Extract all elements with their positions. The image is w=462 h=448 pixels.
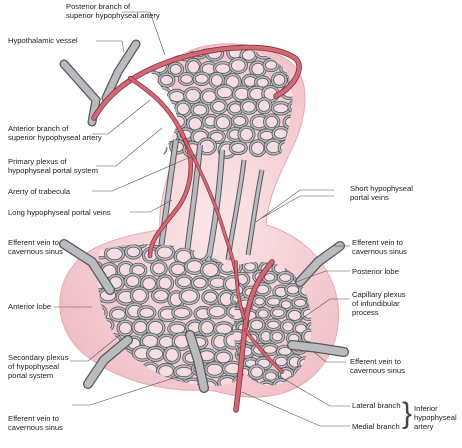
arteries: [91, 44, 302, 413]
capillary-loop: [270, 330, 285, 343]
capillary-loop: [314, 379, 329, 392]
capillary-loop: [168, 47, 187, 49]
capillary-loop: [147, 115, 153, 130]
capillary-loop: [207, 304, 227, 319]
capillary-loop: [248, 365, 265, 380]
capillary-loop: [242, 261, 258, 273]
capillary-loop: [263, 114, 280, 130]
capillary-loop: [231, 114, 248, 128]
capillary-loop: [277, 271, 293, 284]
capillary-loop: [270, 307, 287, 319]
capillary-loop: [215, 31, 232, 46]
capillary-loop: [197, 379, 218, 386]
label-artery-of-trabecula: Arerty of trabecula: [8, 187, 71, 196]
capillary-loop: [263, 58, 279, 72]
capillary-loop: [179, 288, 200, 305]
capillary-loop: [210, 99, 228, 114]
capillary-loop: [147, 47, 161, 62]
capillary-loop: [306, 295, 312, 308]
capillary-loop: [155, 245, 175, 261]
capillary-loop: [288, 100, 293, 113]
capillary-loop: [147, 244, 167, 248]
capillary-loop: [152, 47, 170, 49]
capillary-loop: [137, 306, 156, 320]
capillary-loop: [147, 142, 155, 157]
capillary-loop: [147, 47, 160, 61]
label-medial-branch: Medial branch: [352, 422, 400, 431]
capillary-loop: [168, 62, 184, 77]
capillary-loop: [124, 273, 141, 289]
label-anterior-lobe: Anterior lobe: [8, 302, 52, 311]
capillary-loop: [124, 245, 142, 259]
capillary-loop: [147, 116, 153, 129]
capillary-loop: [238, 126, 255, 143]
label-long-portal-veins: Long hypophyseal portal veins: [8, 208, 111, 217]
capillary-loop: [166, 378, 186, 386]
capillary-loop: [202, 32, 218, 45]
capillary-loop: [271, 72, 287, 88]
capillary-loop: [158, 73, 175, 87]
capillary-loop: [186, 32, 201, 44]
capillary-loop: [153, 113, 170, 128]
capillary-loop: [301, 307, 312, 321]
capillary-loop: [256, 307, 271, 320]
capillary-loop: [147, 100, 161, 116]
capillary-loop: [202, 32, 218, 45]
capillary-loop: [172, 306, 192, 320]
capillary-loop: [186, 32, 201, 44]
capillary-loop: [314, 379, 329, 392]
capillary-loop: [97, 244, 103, 249]
capillary-loop: [246, 47, 267, 48]
capillary-loop: [147, 101, 160, 115]
capillary-loop: [248, 318, 265, 332]
capillary-loop: [214, 114, 232, 131]
capillary-loop: [229, 141, 248, 155]
capillary-loop: [97, 244, 102, 249]
capillary-loop: [148, 141, 168, 156]
capillary-loop: [97, 378, 116, 386]
label-lateral-branch: Lateral branch: [352, 401, 401, 410]
capillary-loop: [149, 142, 167, 155]
capillary-loop: [153, 47, 169, 48]
capillary-loop: [97, 377, 117, 386]
capillary-loop: [229, 57, 248, 74]
brace: }: [402, 397, 413, 430]
capillary-loop: [214, 350, 233, 365]
capillary-loop: [208, 130, 226, 144]
label-hypothalamic-vessel: Hypothalamic vessel: [8, 36, 78, 45]
capillary-loop: [152, 112, 171, 128]
efferent-veins: [59, 239, 349, 393]
capillary-loop: [282, 32, 296, 46]
label-posterior-lobe: Posterior lobe: [352, 267, 399, 276]
capillary-loop: [258, 381, 275, 386]
capillary-loop: [163, 346, 181, 364]
leader-lines: [54, 11, 350, 427]
capillary-loop: [249, 34, 265, 46]
capillary-loop: [272, 379, 289, 386]
capillary-loop: [288, 72, 293, 89]
capillary-loop: [215, 31, 232, 46]
capillary-loop: [191, 276, 209, 290]
capillary-loop: [147, 143, 155, 156]
capillary-loop: [170, 33, 185, 47]
capillary-loop: [114, 244, 134, 248]
capillary-loop: [256, 97, 272, 114]
capillary-loop: [280, 47, 293, 48]
capillary-loop: [130, 287, 149, 304]
capillary-loop: [306, 322, 312, 335]
capillary-loop: [150, 260, 167, 276]
